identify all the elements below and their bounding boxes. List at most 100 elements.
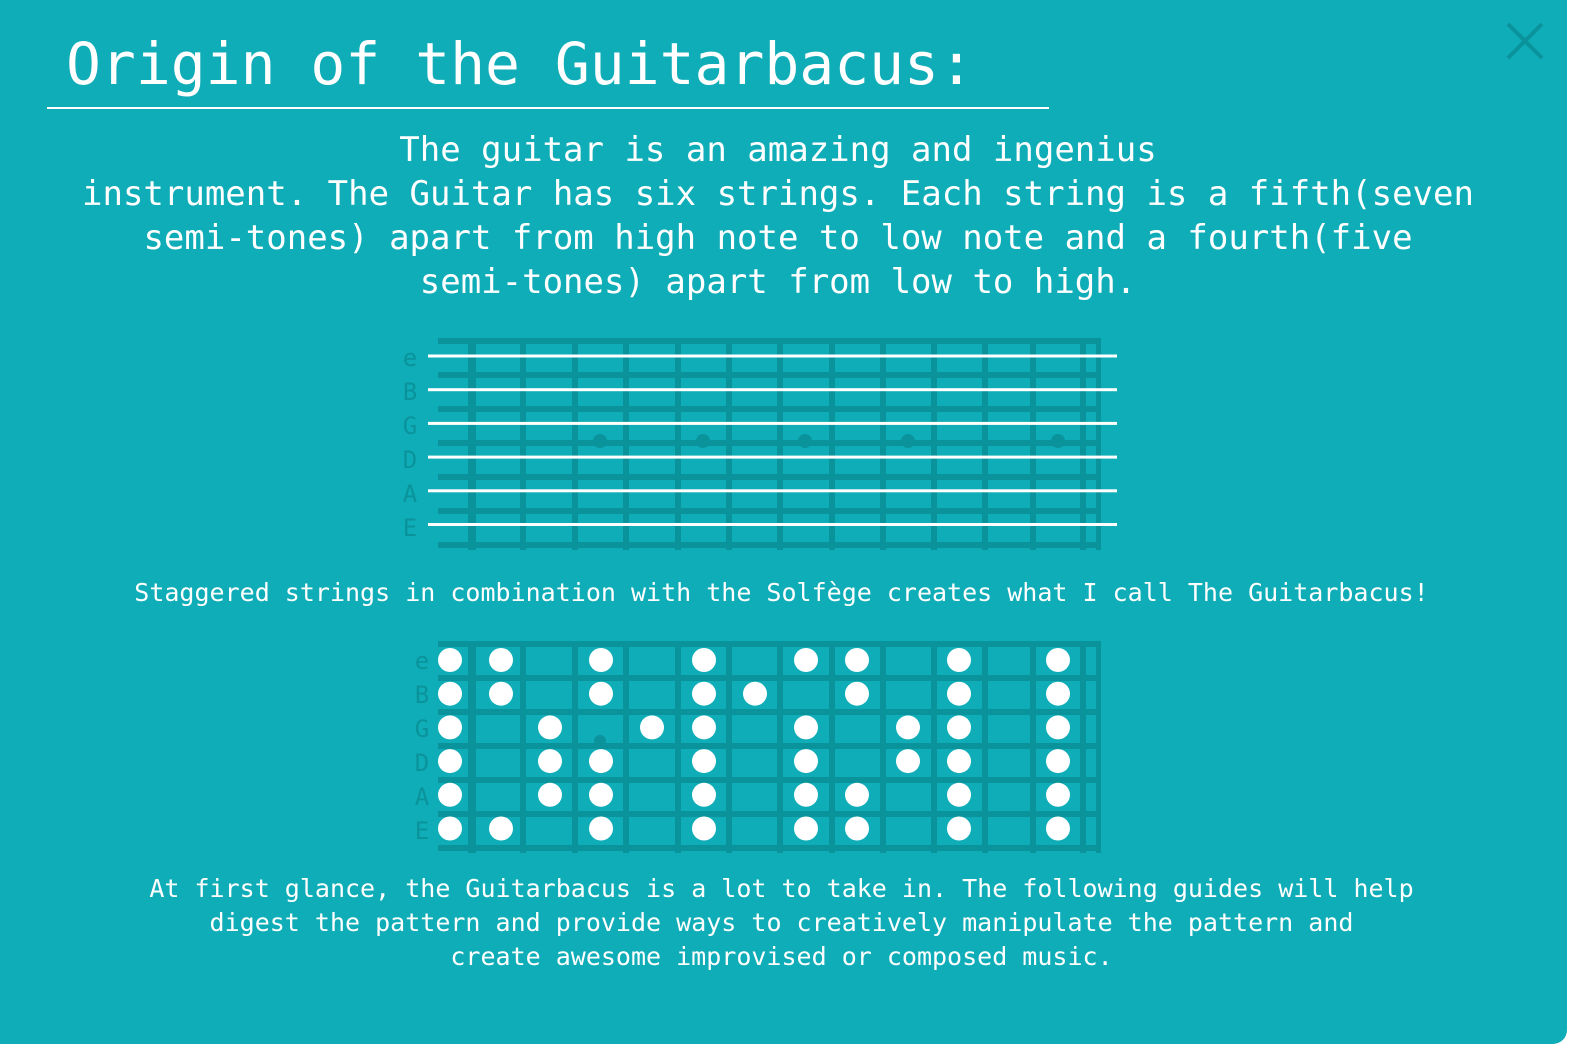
nut bbox=[468, 338, 476, 550]
guitarbacus-caption: Staggered strings in combination with th… bbox=[134, 578, 1429, 607]
note-dot bbox=[438, 782, 462, 807]
note-dot bbox=[794, 749, 818, 774]
note-dot bbox=[692, 715, 716, 740]
note-dot bbox=[794, 816, 818, 841]
note-dot bbox=[794, 782, 818, 807]
fret-bar bbox=[726, 641, 732, 853]
note-dot bbox=[896, 715, 920, 740]
note-dot bbox=[538, 749, 562, 774]
guitar-string bbox=[428, 388, 1117, 392]
fret-bar bbox=[1080, 641, 1086, 853]
title-underline bbox=[47, 107, 1049, 109]
note-dot bbox=[589, 816, 613, 841]
string-label-D: D bbox=[415, 749, 429, 777]
board-end bbox=[1096, 641, 1101, 853]
note-dot bbox=[1046, 782, 1070, 807]
guitar-string bbox=[428, 354, 1117, 358]
note-dot bbox=[947, 715, 971, 740]
string-label-A: A bbox=[415, 783, 430, 811]
fret-bar bbox=[1080, 338, 1086, 550]
intro-line: semi-tones) apart from high note to low … bbox=[143, 218, 1413, 258]
fret-inlay-dot bbox=[594, 735, 606, 747]
note-dot bbox=[947, 749, 971, 774]
fret-bar bbox=[572, 338, 578, 550]
fret-bar bbox=[623, 338, 629, 550]
fret-rail bbox=[438, 542, 1100, 548]
note-dot bbox=[692, 816, 716, 841]
string-label-B: B bbox=[403, 378, 417, 406]
string-label-high-e: e bbox=[403, 344, 417, 372]
fret-rail bbox=[438, 406, 1100, 412]
fret-bar bbox=[520, 338, 526, 550]
note-dot bbox=[589, 782, 613, 807]
note-dot bbox=[692, 782, 716, 807]
note-dot bbox=[438, 681, 462, 706]
fret-bar bbox=[726, 338, 732, 550]
nut bbox=[468, 641, 476, 853]
note-dot bbox=[947, 816, 971, 841]
fret-bar bbox=[623, 641, 629, 853]
string-label-E: E bbox=[415, 817, 429, 845]
intro-line: semi-tones) apart from low to high. bbox=[419, 262, 1137, 302]
fret-rail bbox=[438, 777, 1100, 783]
fret-rail bbox=[438, 508, 1100, 514]
guitar-string bbox=[428, 421, 1117, 425]
fret-rail bbox=[438, 338, 1100, 344]
note-dot bbox=[438, 715, 462, 740]
note-dot bbox=[845, 816, 869, 841]
note-dot bbox=[640, 715, 664, 740]
fret-rail bbox=[438, 845, 1100, 851]
outro-line: digest the pattern and provide ways to c… bbox=[209, 908, 1354, 937]
close-icon[interactable] bbox=[1502, 18, 1548, 64]
note-dot bbox=[489, 816, 513, 841]
fret-inlay-dot bbox=[696, 434, 710, 448]
note-dot bbox=[589, 749, 613, 774]
origin-modal: Origin of the Guitarbacus: The guitar is… bbox=[0, 0, 1567, 1044]
outro-paragraph: At first glance, the Guitarbacus is a lo… bbox=[0, 872, 1563, 974]
modal-title: Origin of the Guitarbacus: bbox=[66, 30, 974, 98]
fret-rail bbox=[438, 675, 1100, 681]
note-dot bbox=[743, 681, 767, 706]
note-dot bbox=[538, 715, 562, 740]
fret-bar bbox=[829, 641, 835, 853]
note-dot bbox=[438, 648, 462, 672]
note-dot bbox=[692, 681, 716, 706]
fret-bar bbox=[777, 641, 783, 853]
note-dot bbox=[1046, 749, 1070, 774]
note-dot bbox=[692, 648, 716, 672]
guitar-string bbox=[428, 523, 1117, 526]
note-dot bbox=[794, 648, 818, 672]
fret-bar bbox=[675, 338, 681, 550]
note-dot bbox=[947, 648, 971, 672]
fret-bar bbox=[931, 641, 937, 853]
fret-bar bbox=[982, 641, 988, 853]
note-dot bbox=[845, 782, 869, 807]
note-dot bbox=[947, 681, 971, 706]
note-dot bbox=[489, 681, 513, 706]
string-label-G: G bbox=[415, 715, 429, 743]
fret-rail bbox=[438, 811, 1100, 817]
fret-bar bbox=[931, 338, 937, 550]
note-dot bbox=[438, 816, 462, 841]
board-end bbox=[1096, 338, 1101, 550]
fret-rail bbox=[438, 440, 1100, 446]
note-dot bbox=[589, 648, 613, 672]
fret-rail bbox=[438, 709, 1100, 715]
fret-rail bbox=[438, 372, 1100, 378]
fret-bar bbox=[675, 641, 681, 853]
fret-bar bbox=[520, 641, 526, 853]
intro-line: The guitar is an amazing and ingenius bbox=[399, 130, 1157, 170]
note-dot bbox=[1046, 681, 1070, 706]
fret-bar bbox=[880, 338, 886, 550]
note-dot bbox=[538, 782, 562, 807]
guitar-string bbox=[428, 455, 1117, 459]
string-label-B: B bbox=[415, 681, 429, 709]
note-dot bbox=[1046, 715, 1070, 740]
note-dot bbox=[947, 782, 971, 807]
fret-inlay-dot bbox=[593, 434, 607, 448]
note-dot bbox=[589, 681, 613, 706]
fret-inlay-dot bbox=[901, 434, 915, 448]
fret-bar bbox=[1030, 641, 1036, 853]
fret-bar bbox=[982, 338, 988, 550]
